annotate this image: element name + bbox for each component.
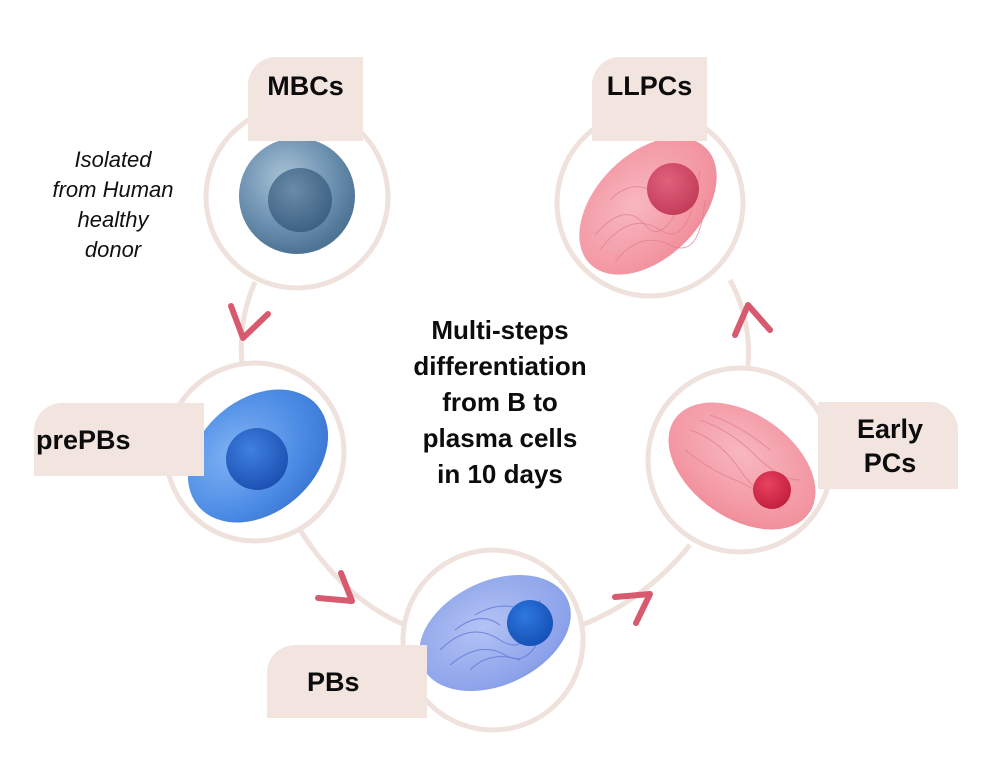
prepb-nucleus (226, 428, 288, 490)
arc-mbcs-prepbs (238, 280, 258, 366)
arc-pbs-early (581, 543, 692, 628)
pb-nucleus (507, 600, 553, 646)
stage-prepbs (163, 360, 347, 544)
center-title-line: Multi-steps (431, 315, 569, 345)
source-note: Isolated from Human healthy donor (28, 145, 198, 265)
early-pc-nucleus (753, 471, 791, 509)
label-prepbs-text: prePBs (36, 424, 131, 455)
label-llpcs: LLPCs (592, 57, 707, 141)
stage-mbcs (203, 103, 391, 291)
label-early-pcs: Early PCs (818, 402, 958, 489)
arc-prepbs-pbs (297, 528, 406, 628)
arrow-up-right-icon (612, 591, 653, 626)
arc-early-llpcs (727, 278, 752, 369)
stage-early-pcs (645, 365, 835, 555)
label-mbcs: MBCs (248, 57, 363, 141)
stage-llpcs (554, 107, 746, 299)
label-early-pcs-line2: PCs (863, 447, 917, 478)
label-llpcs-text: LLPCs (606, 71, 693, 101)
label-early-pcs-line1: Early (856, 413, 923, 444)
center-title-line: differentiation (413, 351, 587, 381)
stage-pbs (400, 547, 586, 733)
label-pbs: PBs (267, 645, 427, 718)
center-title-line: plasma cells (422, 423, 578, 453)
label-pbs-text: PBs (307, 666, 360, 697)
arrow-right-icon (315, 570, 355, 604)
label-mbcs-text: MBCs (267, 71, 344, 101)
center-title-line: in 10 days (437, 459, 563, 489)
arrow-up-icon (732, 302, 773, 338)
source-note-line: from Human (52, 177, 174, 202)
source-note-line: Isolated (74, 147, 152, 172)
center-title: Multi-steps differentiation from B to pl… (380, 312, 620, 492)
arrow-down-icon (228, 303, 271, 341)
center-title-line: from B to (442, 387, 558, 417)
label-prepbs: prePBs (34, 403, 204, 476)
source-note-line: donor (84, 237, 142, 262)
llpc-nucleus (647, 163, 699, 215)
mbc-nucleus (268, 168, 332, 232)
source-note-line: healthy (77, 207, 149, 232)
